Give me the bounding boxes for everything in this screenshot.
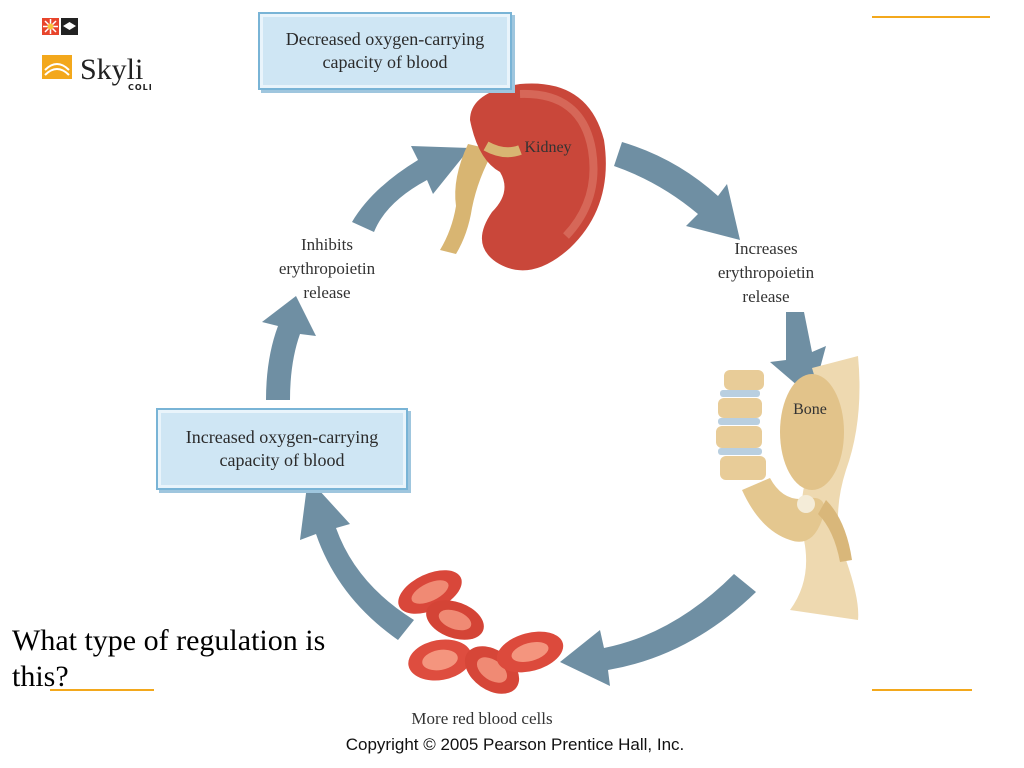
accent-line-top-right xyxy=(872,16,990,18)
label-inhibits-erythropoietin: Inhibits erythropoietin release xyxy=(278,235,376,302)
accent-line-bottom-left xyxy=(50,689,154,691)
arrow-to-kidney xyxy=(352,146,470,232)
label-bone: Bone xyxy=(793,401,827,418)
label-more-red-blood-cells: More red blood cells xyxy=(411,709,553,728)
box-increased-oxygen: Increased oxygen-carrying capacity of bl… xyxy=(156,408,408,490)
arrow-bone-to-rbc xyxy=(560,574,756,686)
arrow-kidney-to-increase xyxy=(614,142,740,240)
red-blood-cells-illustration xyxy=(398,570,564,694)
kidney-illustration xyxy=(440,83,606,271)
box-decreased-oxygen: Decreased oxygen-carrying capacity of bl… xyxy=(258,12,512,90)
arrow-rbc-to-box xyxy=(300,478,414,640)
label-kidney: Kidney xyxy=(524,139,572,156)
bone-illustration xyxy=(716,356,860,620)
label-increases-erythropoietin: Increases erythropoietin release xyxy=(717,239,815,306)
college-logo: Skyli COLI xyxy=(42,18,172,98)
arrow-box-to-inhibit xyxy=(262,296,316,400)
copyright-text: Copyright © 2005 Pearson Prentice Hall, … xyxy=(345,735,685,754)
logo-mark-icon xyxy=(42,18,78,79)
question-text: What type of regulation is this? xyxy=(12,624,326,693)
logo-name: Skyli xyxy=(80,53,144,86)
accent-line-bottom-right xyxy=(872,689,972,691)
logo-subtitle: COLI xyxy=(128,83,153,92)
